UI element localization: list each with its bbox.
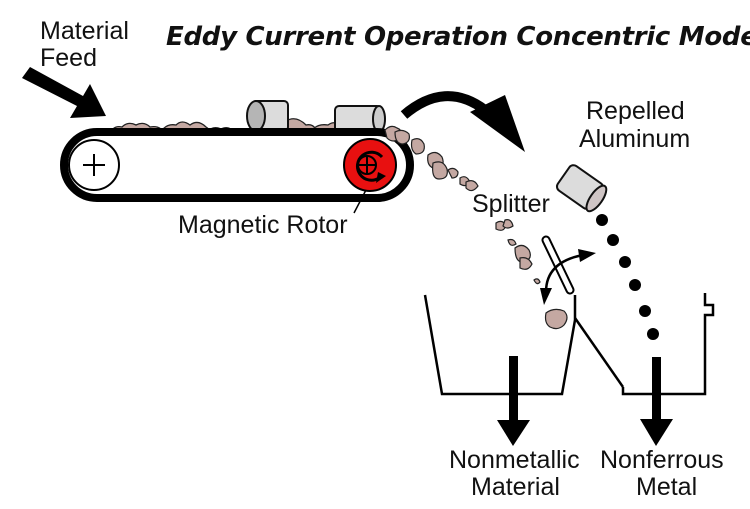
trajectory-arrow [400, 91, 525, 152]
nonmetallic-label-line2: Material [471, 473, 560, 501]
nonmetallic-label-line1: Nonmetallic [449, 446, 580, 474]
material-feed-label-line1: Material [40, 17, 129, 45]
conveyor-belt [60, 128, 414, 202]
nonferrous-output-arrow [640, 357, 673, 446]
magnetic-rotor-label: Magnetic Rotor [178, 211, 348, 239]
repelled-aluminum-label-line2: Aluminum [579, 125, 691, 153]
magnetic-rotor [343, 138, 397, 192]
repelled-can [555, 164, 608, 213]
splitter-label: Splitter [472, 190, 550, 218]
idler-pulley [68, 139, 120, 191]
rotor-leader-line [353, 189, 367, 214]
splitter-pivot-arrow [540, 249, 596, 305]
material-feed-arrow [22, 67, 106, 118]
repelled-aluminum-label-line1: Repelled [586, 97, 685, 125]
falling-particles [384, 125, 568, 330]
nonferrous-label-line1: Nonferrous [600, 446, 724, 474]
nonmetallic-output-arrow [497, 356, 530, 446]
collection-bins [423, 293, 715, 396]
material-feed-label-line2: Feed [40, 44, 97, 72]
nonferrous-label-line2: Metal [636, 473, 698, 501]
diagram-title: Eddy Current Operation Concentric Model [166, 22, 750, 52]
aluminum-trajectory-dots [596, 214, 659, 340]
aluminum-can-1 [246, 100, 289, 132]
